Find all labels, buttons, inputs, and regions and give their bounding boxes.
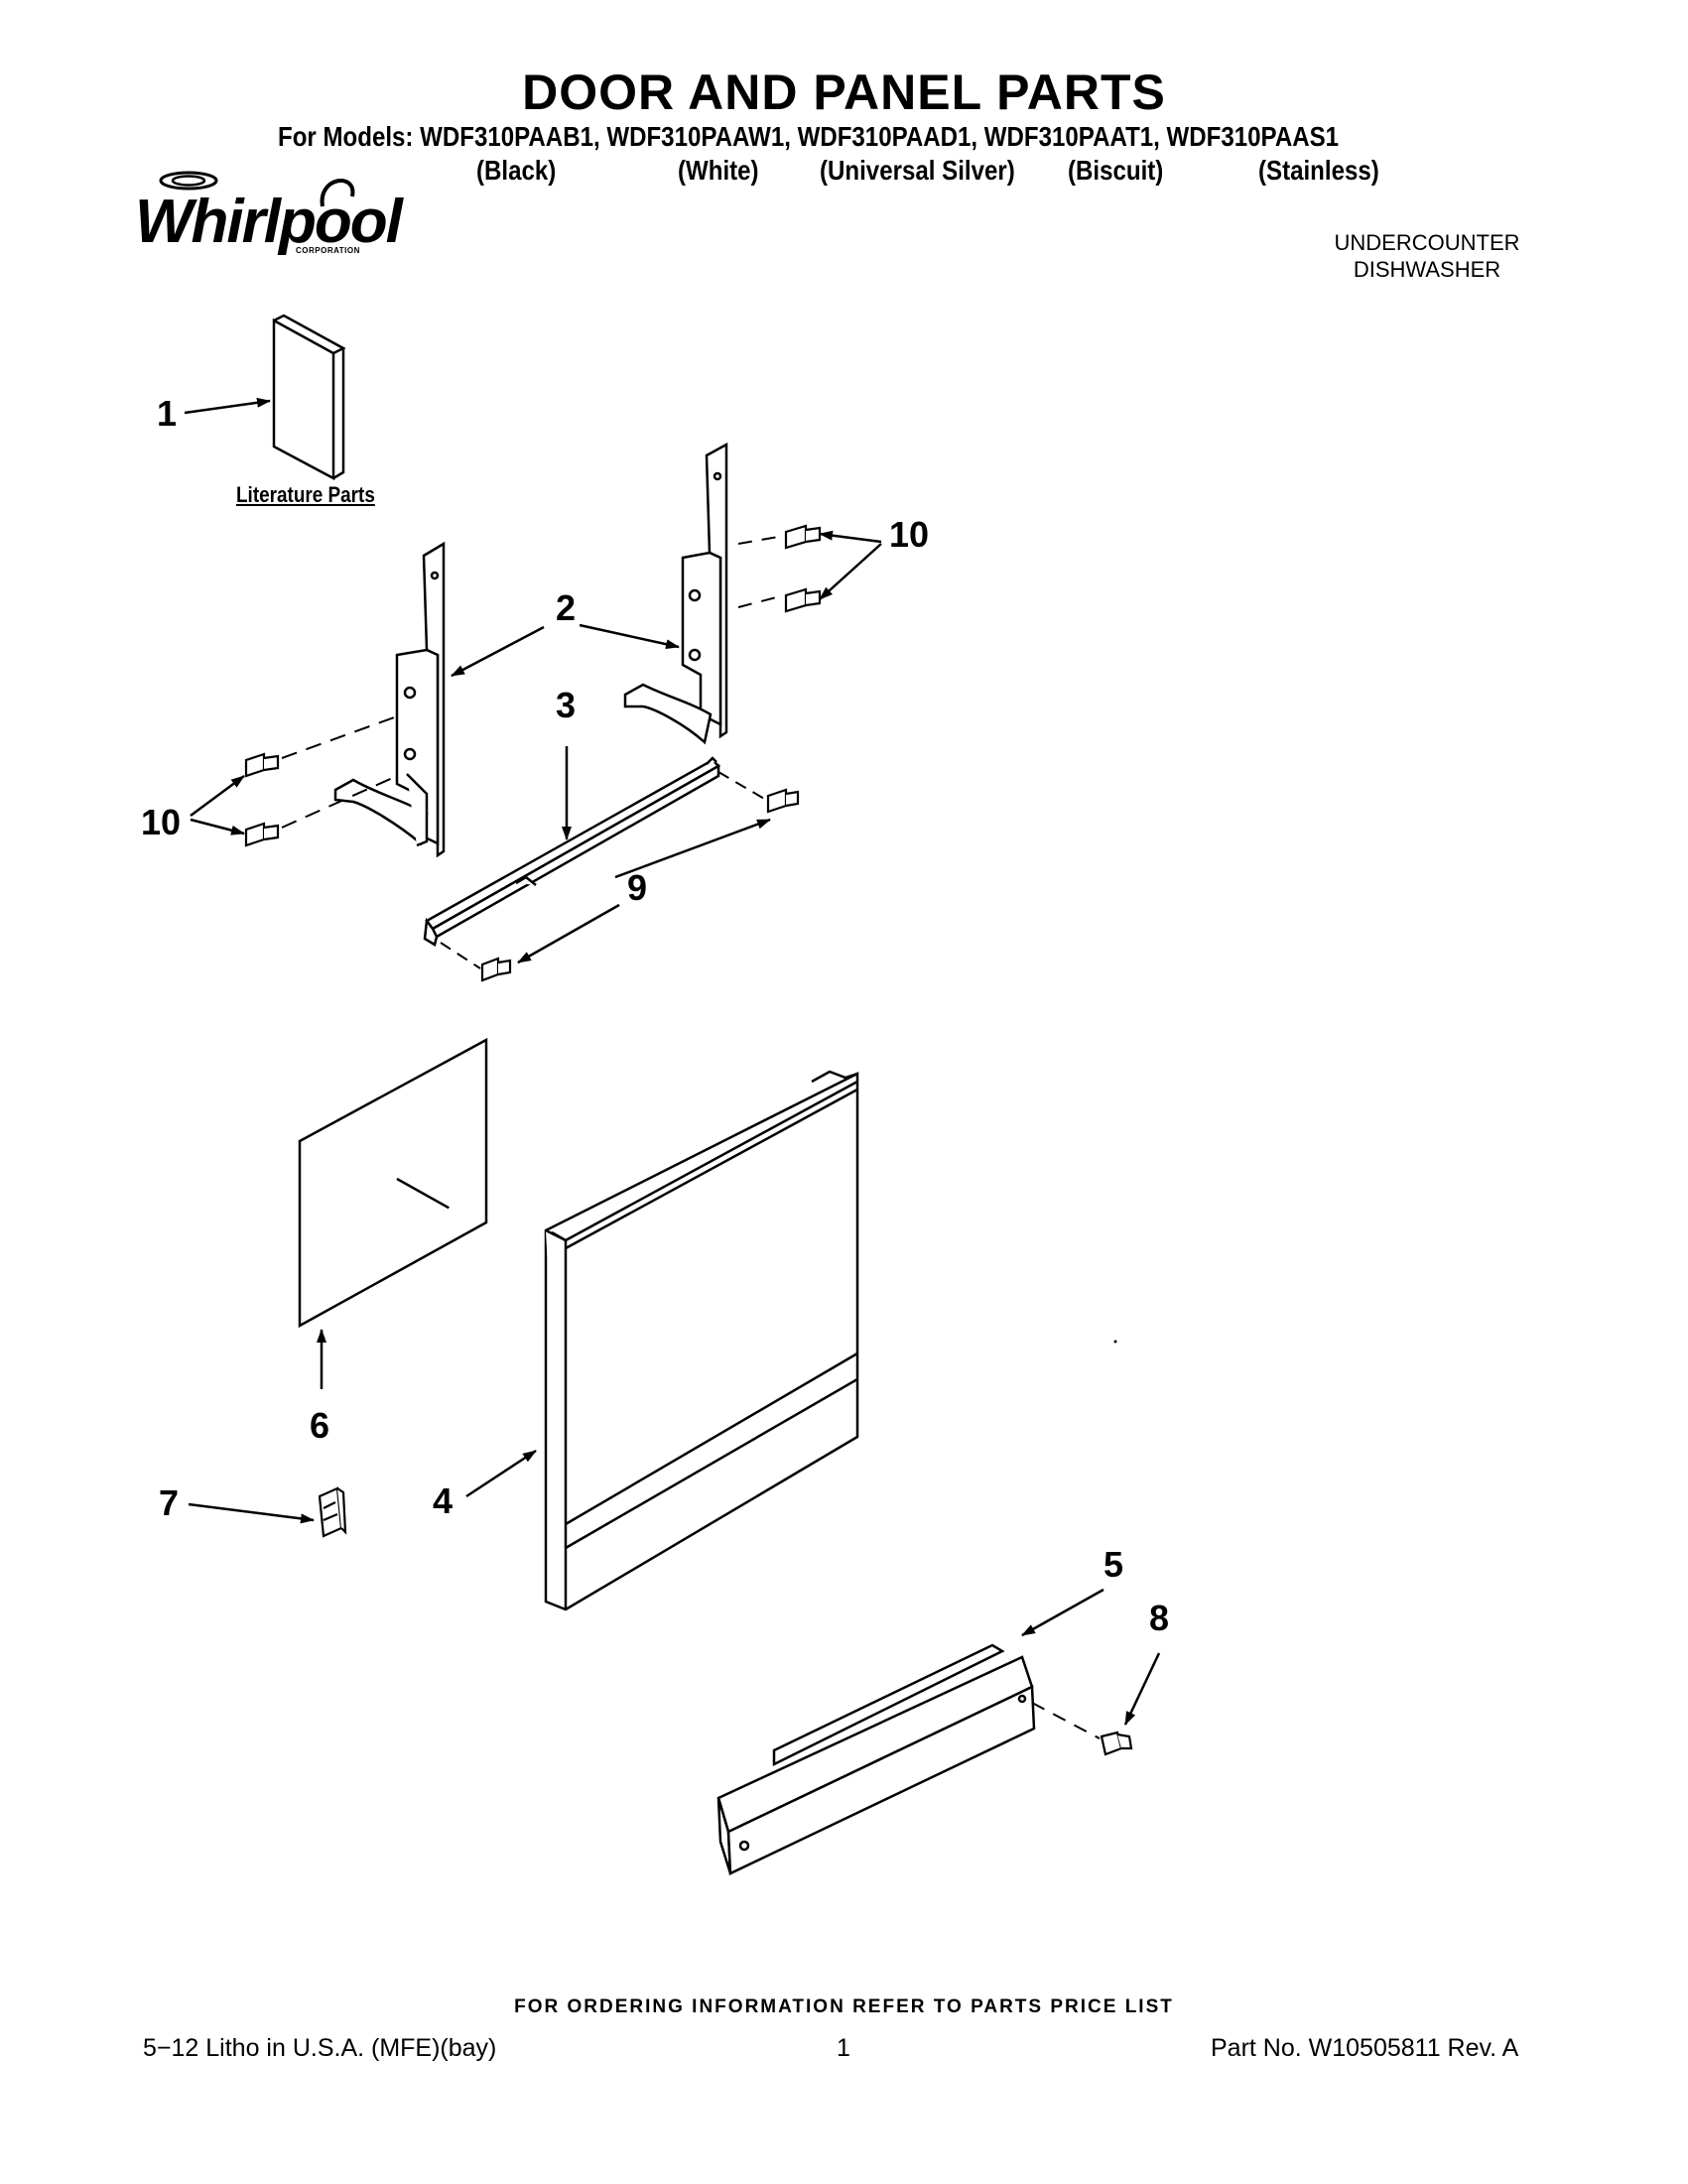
dash-toe-screw: [1031, 1702, 1101, 1739]
leader-4: [465, 1449, 537, 1498]
dash-sheet: [396, 1177, 529, 1254]
stray-dot: [1113, 1340, 1117, 1344]
right-hinge-bracket: [623, 442, 728, 745]
literature-parts-label: Literature Parts: [236, 482, 375, 507]
callout-6: 6: [310, 1405, 330, 1446]
callout-10-right: 10: [889, 514, 930, 555]
leader-9-left: [517, 903, 620, 964]
dash-screw-l2: [281, 775, 398, 829]
leader-10-right-b: [819, 543, 882, 600]
leader-10-right-a: [819, 530, 882, 544]
callout-5: 5: [1104, 1544, 1124, 1585]
models-line: For Models: WDF310PAAB1, WDF310PAAW1, WD…: [278, 121, 1340, 152]
brand-logo: [129, 167, 387, 266]
page-title: DOOR AND PANEL PARTS: [522, 64, 1166, 120]
callout-3: 3: [556, 685, 577, 725]
leader-2-left: [451, 625, 545, 678]
hinge-screws-right: [784, 524, 822, 613]
callout-1: 1: [157, 393, 178, 434]
leader-2-right: [579, 623, 680, 650]
callout-4: 4: [433, 1480, 454, 1521]
appliance-type-line2: DISHWASHER: [1353, 257, 1501, 282]
color-label-universal-silver: (Universal Silver): [820, 155, 1015, 186]
left-hinge-bracket: [333, 541, 446, 858]
litho-info: 5−12 Litho in U.S.A. (MFE)(bay): [143, 2034, 497, 2062]
handle-clip: [318, 1486, 347, 1538]
callout-9: 9: [627, 867, 648, 908]
callout-2: 2: [556, 587, 577, 628]
outer-door-panel: [544, 1070, 859, 1611]
callout-10-left: 10: [141, 802, 182, 842]
leader-7: [188, 1502, 315, 1524]
color-label-black: (Black): [476, 155, 557, 186]
hinge-screws-left: [244, 752, 280, 847]
leader-10-left-b: [190, 818, 245, 835]
part-number: Part No. W10505811 Rev. A: [1211, 2034, 1519, 2062]
dash-screw-l1: [281, 715, 398, 759]
page-number: 1: [837, 2034, 850, 2062]
door-rail: [423, 756, 721, 947]
toe-panel-screw: [1100, 1731, 1133, 1756]
callout-8: 8: [1149, 1598, 1170, 1638]
dash-rail-screw-l: [440, 942, 481, 969]
leader-8: [1123, 1652, 1161, 1726]
callout-7: 7: [159, 1482, 180, 1523]
toe-panel: [716, 1643, 1036, 1875]
leader-5: [1021, 1588, 1104, 1637]
swirl-logo-icon: [159, 171, 355, 207]
leader-1: [184, 397, 271, 415]
color-label-biscuit: (Biscuit): [1068, 155, 1164, 186]
dash-screw-r2: [737, 594, 785, 608]
rail-screws: [480, 788, 800, 982]
appliance-type-line1: UNDERCOUNTER: [1334, 230, 1520, 255]
color-label-white: (White): [678, 155, 759, 186]
leader-10-left-a: [190, 774, 245, 818]
dash-rail-screw-r: [717, 771, 767, 801]
brand-wordmark: Whirlpool: [135, 188, 403, 256]
brand-corporation: CORPORATION: [296, 246, 360, 255]
leader-9-right: [614, 818, 771, 879]
literature-booklet: [272, 314, 346, 481]
ordering-note: FOR ORDERING INFORMATION REFER TO PARTS …: [514, 1996, 1174, 2017]
insulation-sheet: [298, 1037, 488, 1329]
dash-screw-r1: [737, 535, 785, 545]
color-label-stainless: (Stainless): [1258, 155, 1379, 186]
